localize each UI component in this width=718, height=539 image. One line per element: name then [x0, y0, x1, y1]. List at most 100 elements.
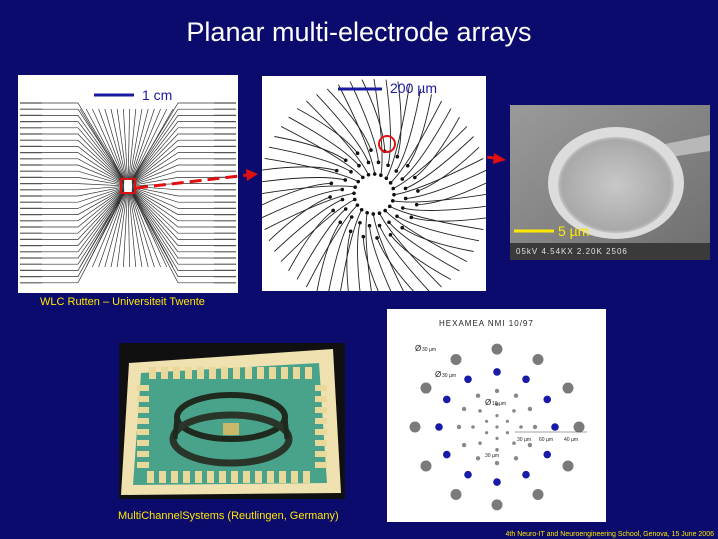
hexamea-electrode: [478, 409, 482, 413]
electrode-dot: [377, 223, 382, 228]
hexamea-electrode: [495, 436, 499, 440]
electrode-dot: [328, 195, 332, 199]
dia-symbol-medium: Ø: [435, 370, 441, 379]
arrow-head-2: [493, 153, 506, 164]
trace: [131, 193, 214, 284]
contact-pad: [219, 471, 226, 483]
trace: [42, 189, 125, 228]
trace: [110, 191, 127, 268]
trace: [131, 108, 168, 181]
electrode-dot: [348, 229, 353, 234]
spacing-label-d: 30 µm: [485, 453, 499, 459]
contact-pad: [315, 407, 327, 413]
contact-pad: [243, 471, 250, 483]
hexamea-electrode: [450, 488, 462, 500]
contact-pad: [147, 471, 154, 483]
slide-footer: 4th Neuro-IT and Neuroengineering School…: [505, 531, 714, 538]
trace: [316, 221, 341, 294]
trace: [131, 108, 214, 181]
trace: [129, 191, 149, 268]
electrode-dot: [366, 172, 371, 177]
electrode-dot: [357, 163, 361, 168]
trace: [42, 133, 125, 183]
electrode-dot: [355, 203, 360, 207]
electrode-dot: [403, 186, 408, 191]
trace: [389, 205, 484, 230]
trace: [131, 183, 214, 187]
trace: [390, 100, 442, 184]
trace: [42, 102, 125, 180]
electrode-dot: [340, 187, 345, 192]
mea-overview-drawing: 1 cm: [20, 87, 236, 284]
hexamea-electrode: [505, 419, 509, 423]
trace: [129, 108, 143, 181]
sem-electrode-image: 5 µm 05kV 4.54KX 2.20K 2506: [510, 105, 710, 260]
contact-pad: [303, 471, 310, 483]
trace: [349, 81, 379, 163]
trace: [42, 183, 125, 187]
electrode-dot: [367, 223, 372, 228]
contact-pad: [269, 367, 276, 379]
trace: [274, 136, 347, 161]
trace: [98, 191, 126, 268]
electrode-dot: [400, 225, 405, 230]
electrode-dot: [369, 148, 373, 152]
electrode-dot: [416, 189, 420, 193]
trace: [110, 108, 127, 181]
trace: [42, 187, 125, 209]
contact-pad: [221, 367, 228, 379]
electrode-dot: [343, 207, 348, 211]
trace: [390, 234, 452, 280]
trace: [42, 146, 125, 184]
contact-pad: [257, 367, 264, 379]
electrode-dot: [395, 154, 400, 159]
contact-pad: [233, 367, 240, 379]
hexamea-electrode: [494, 460, 500, 466]
electrode-dot: [355, 151, 360, 155]
electrode-field: [223, 423, 239, 435]
contact-pad: [315, 429, 327, 435]
electrode-dot: [352, 191, 356, 196]
trace: [130, 191, 155, 268]
contact-pad: [315, 396, 327, 402]
trace: [131, 146, 214, 184]
dia-symbol-small: Ø: [485, 398, 491, 407]
hexamea-electrode: [475, 456, 481, 461]
electrode-dot: [352, 197, 357, 202]
spacing-label-a: 30 µm: [517, 437, 531, 443]
trace: [393, 126, 468, 189]
electrode-dot: [413, 175, 417, 180]
electrode-dot: [349, 215, 354, 219]
trace: [131, 192, 214, 271]
hexamea-electrode: [471, 425, 475, 429]
electrode-dot: [379, 173, 383, 178]
contact-pad: [161, 367, 168, 379]
hexamea-electrode: [461, 406, 467, 412]
contact-pad: [281, 367, 288, 379]
contact-pad: [137, 462, 149, 468]
contact-pad: [137, 418, 149, 424]
trace: [396, 215, 480, 242]
trace: [131, 190, 214, 246]
hexamea-electrode: [543, 450, 552, 459]
trace: [259, 182, 332, 207]
hexamea-electrode: [519, 425, 523, 429]
contact-pad: [137, 451, 149, 457]
trace: [131, 191, 168, 268]
trace: [326, 216, 353, 300]
trace: [259, 177, 346, 183]
highlight-circle: [378, 135, 396, 153]
electrode-dot: [376, 160, 381, 165]
trace: [130, 108, 155, 181]
scale-label: 5 µm: [558, 223, 589, 239]
trace: [123, 191, 128, 268]
trace: [42, 139, 125, 183]
caption-twente: WLC Rutten – Universiteit Twente: [40, 296, 205, 308]
contact-pad: [137, 396, 149, 402]
hexamea-electrode: [527, 442, 533, 448]
electrode-dot: [349, 169, 353, 174]
electrode-dot: [384, 176, 389, 181]
hexamea-electrode: [450, 354, 462, 366]
trace: [261, 166, 337, 172]
sem-info: 05kV 4.54KX 2.20K 2506: [516, 247, 628, 256]
